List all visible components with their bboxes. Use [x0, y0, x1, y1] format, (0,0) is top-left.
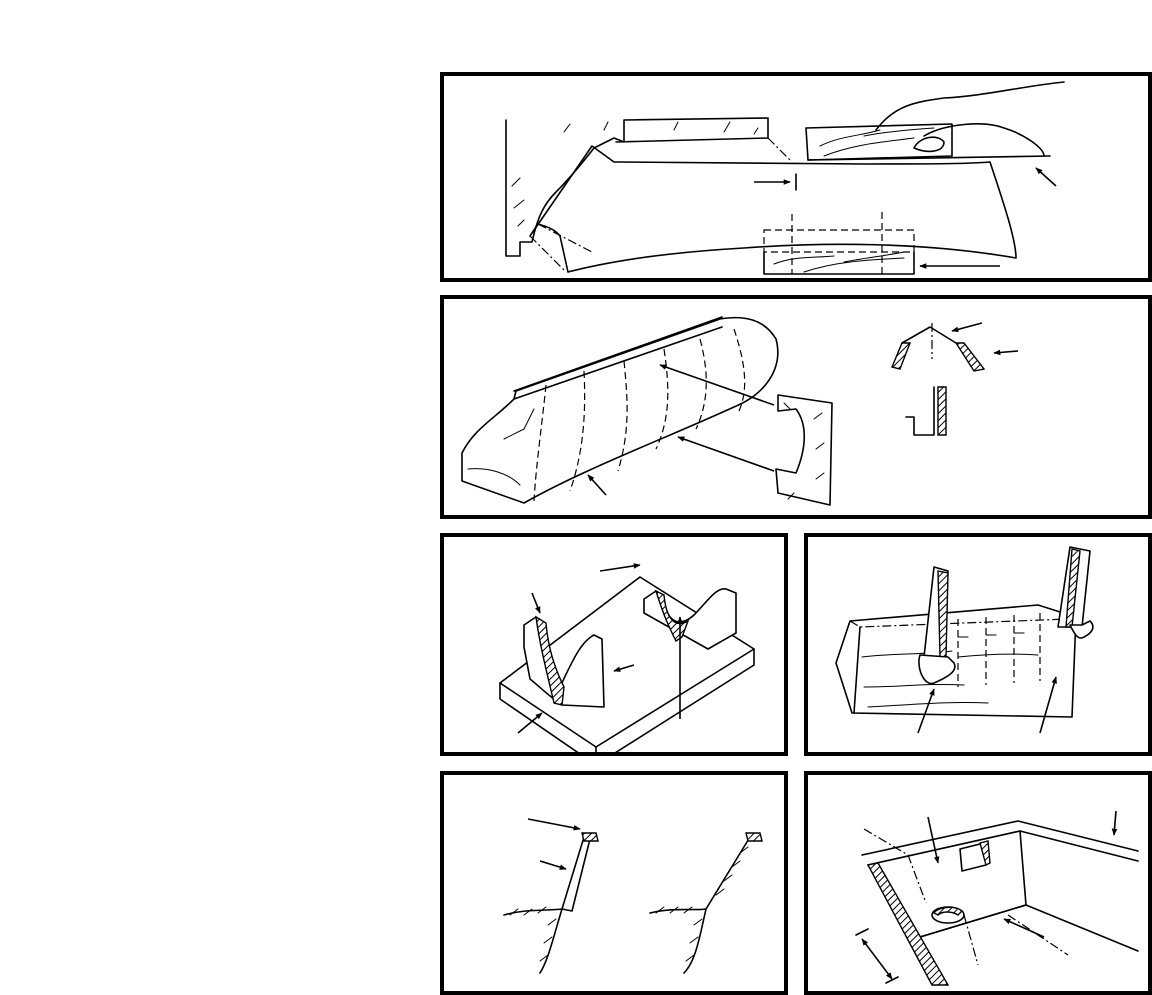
right-gunwale: [706, 837, 750, 909]
support-block: [764, 252, 914, 274]
carving-gouge-drawing: [808, 537, 1148, 752]
arrow-section-top: [952, 323, 982, 331]
section-right-wall: [956, 343, 984, 371]
arrow-gunwale-wall: [540, 861, 566, 869]
batten-grain: [820, 128, 934, 156]
section-apex: [902, 327, 956, 343]
left-hull-surface: [504, 909, 562, 973]
arrow-floor: [1004, 919, 1044, 937]
arrow-gouge-left: [918, 689, 934, 733]
arrow-near-profile: [532, 593, 540, 613]
right-gunwale-cap: [746, 833, 762, 841]
dashed-verticals: [792, 212, 882, 274]
station-template: [776, 395, 832, 505]
dimension-arrow: [862, 939, 892, 979]
panel-gunwale-sections: [440, 771, 788, 995]
right-hull-surface: [650, 909, 706, 973]
arrow-mold-base: [588, 475, 606, 495]
section-keel: [906, 387, 934, 435]
arrow-template-lower: [678, 437, 774, 471]
hull-mold-drawing: [444, 299, 1148, 515]
template-hatching: [784, 403, 824, 499]
support-grain: [774, 252, 904, 272]
section-left-wall: [892, 343, 910, 369]
section-keel-strip: [938, 387, 946, 435]
mold-end-detail: [468, 409, 534, 485]
panel-template-sheer: [440, 72, 1152, 282]
hull-sheer-outline: [530, 146, 1016, 272]
gunwale-sections-drawing: [444, 775, 784, 991]
dashed-block: [764, 230, 914, 252]
gouge-tip-left: [919, 655, 955, 684]
template-grain: [512, 122, 758, 226]
arrow-baseboard: [518, 713, 542, 733]
panel-cradle-stands: [440, 533, 788, 756]
template-outline: [506, 118, 768, 256]
scallop-marks: [958, 613, 1040, 687]
left-gunwale-cap: [582, 833, 598, 841]
arrow-gouge-right: [1040, 677, 1056, 733]
arrow-straightedge: [1036, 168, 1056, 186]
panel-hull-mold: [440, 295, 1152, 519]
guide-line-right: [768, 138, 792, 162]
hull-top-edge: [850, 619, 1068, 627]
panel-interior-bulkhead: [804, 771, 1152, 995]
arrow-section-side: [994, 351, 1018, 353]
arrow-gunwale-cap: [528, 819, 580, 829]
hull-mold-outline: [462, 318, 778, 503]
hull-end-edge: [854, 627, 860, 713]
right-gunwale-grain: [716, 847, 748, 895]
scallop-ticks: [958, 633, 1024, 637]
gouge-shadow-left: [938, 571, 948, 657]
cradle-stands-drawing: [444, 537, 784, 752]
arrow-far-stand: [600, 565, 640, 571]
guide-line-left: [530, 236, 564, 270]
dimension-ticks: [856, 929, 898, 983]
hull-dash-left: [538, 224, 592, 252]
hand-sketch: [876, 82, 1064, 156]
arrow-template-upper: [660, 365, 774, 405]
interior-bulkhead-drawing: [808, 775, 1148, 991]
panel-carving-gouge: [804, 533, 1152, 756]
arrow-gunwale-rim: [1114, 811, 1116, 835]
left-gunwale: [562, 837, 590, 911]
template-sheer-drawing: [444, 76, 1148, 278]
